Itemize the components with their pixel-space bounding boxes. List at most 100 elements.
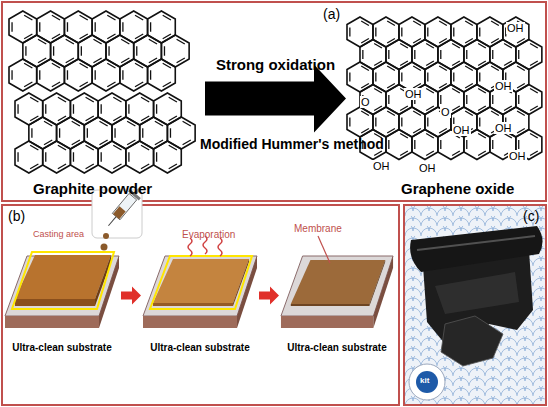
graphite-structure: Graphite powder — [5, 5, 205, 200]
double-bond — [479, 73, 480, 82]
double-bond — [169, 97, 177, 102]
double-bond — [518, 95, 519, 104]
film-top — [291, 260, 385, 304]
double-bond — [413, 111, 421, 115]
double-bond — [453, 28, 454, 37]
double-bond — [25, 46, 26, 55]
double-bond — [163, 63, 171, 68]
double-bond — [183, 121, 191, 126]
double-bond — [135, 82, 143, 87]
graphite-structure-drawing — [5, 5, 205, 200]
double-bond — [491, 66, 499, 70]
double-bond — [30, 97, 38, 102]
substrate-front — [5, 316, 99, 328]
double-bond — [45, 152, 46, 161]
double-bond — [101, 104, 102, 113]
double-bond — [466, 140, 467, 149]
double-bond — [107, 15, 115, 20]
functional-group: O — [360, 96, 371, 108]
logo-text: kit — [420, 377, 429, 386]
double-bond — [426, 134, 434, 138]
double-bond — [122, 22, 123, 31]
double-bond — [81, 46, 82, 55]
panel-label: (a) — [323, 7, 340, 22]
double-bond — [491, 21, 499, 25]
photo-panel-drawing — [405, 206, 545, 404]
logo-ring — [409, 364, 445, 400]
membrane-gloss — [435, 272, 519, 314]
double-bond — [177, 58, 185, 63]
double-bond — [169, 164, 177, 169]
substrate-front — [281, 316, 373, 328]
double-bond — [24, 15, 32, 20]
vapor-wave — [218, 238, 222, 256]
double-bond — [414, 50, 415, 59]
double-bond — [113, 164, 121, 169]
double-bond — [530, 61, 538, 65]
double-bond — [349, 73, 350, 82]
carbon-ring — [37, 59, 65, 91]
double-bond — [128, 152, 129, 161]
double-bond — [99, 121, 107, 126]
double-bond — [52, 82, 60, 87]
double-bond — [141, 97, 149, 102]
double-bond — [107, 63, 115, 68]
carbon-ring — [412, 130, 438, 160]
double-bond — [401, 118, 402, 127]
double-bond — [374, 89, 382, 93]
photo-background — [405, 206, 545, 404]
double-bond — [362, 50, 363, 59]
substrate-slab: Casting areaUltra-clean substrate — [3, 216, 121, 366]
substrate-top — [143, 256, 257, 316]
double-bond — [439, 21, 447, 25]
double-bond — [39, 22, 40, 31]
syringe-needle — [108, 217, 116, 226]
double-bond — [492, 140, 493, 149]
carbon-ring — [9, 59, 37, 91]
step-arrow — [259, 287, 279, 305]
double-bond — [121, 39, 129, 44]
double-bond — [86, 97, 94, 102]
double-bond — [530, 44, 538, 48]
substrate-top — [5, 256, 119, 316]
double-bond — [169, 145, 177, 150]
carbon-ring — [386, 130, 412, 160]
double-bond — [11, 22, 12, 31]
double-bond — [401, 28, 402, 37]
double-bond — [479, 28, 480, 37]
droplet — [103, 233, 109, 239]
double-bond — [413, 66, 421, 70]
process-arrow — [205, 65, 346, 133]
double-bond — [30, 164, 38, 169]
droplet — [101, 244, 108, 251]
double-bond — [95, 70, 96, 79]
double-bond — [375, 28, 376, 37]
double-bond — [349, 118, 350, 127]
icon-frame — [92, 190, 142, 238]
double-bond — [59, 128, 60, 137]
double-bond — [517, 66, 525, 70]
double-bond — [73, 104, 74, 113]
double-bond — [426, 151, 434, 155]
casting-outline — [12, 252, 114, 309]
double-bond — [86, 145, 94, 150]
double-bond — [427, 118, 428, 127]
carbon-ring — [148, 59, 176, 91]
double-bond — [24, 63, 32, 68]
double-bond — [164, 46, 165, 55]
membrane-fragment — [441, 316, 503, 366]
substrate-front — [143, 316, 237, 328]
double-bond — [150, 70, 151, 79]
substrate-top — [281, 256, 393, 316]
double-bond — [387, 21, 395, 25]
double-bond — [108, 46, 109, 55]
double-bond — [93, 39, 101, 44]
double-bond — [95, 22, 96, 31]
double-bond — [375, 73, 376, 82]
double-bond — [58, 145, 66, 150]
syringe-liquid — [113, 206, 126, 219]
carbon-ring — [126, 141, 154, 173]
double-bond — [440, 95, 441, 104]
double-bond — [530, 106, 538, 110]
